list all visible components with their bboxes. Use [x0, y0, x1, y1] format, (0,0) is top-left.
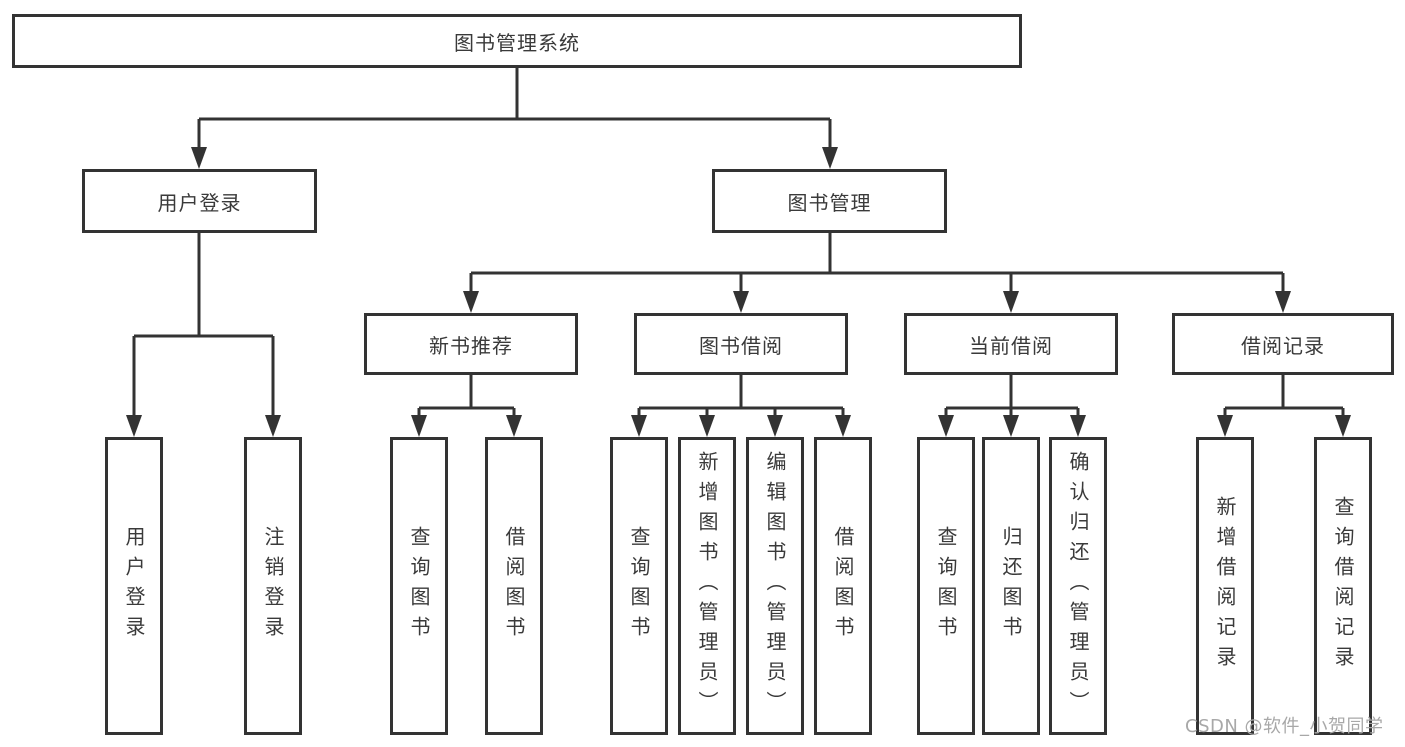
arrow-icon — [733, 291, 749, 313]
arrow-icon — [506, 415, 522, 437]
node-label: 借阅记录 — [1241, 333, 1325, 358]
node-label: 用户登录 — [157, 190, 242, 215]
arrow-icon — [126, 415, 142, 437]
node-leaf-recommend-borrow-books: 借阅图书 — [485, 437, 543, 735]
arrow-icon — [1070, 415, 1086, 437]
node-new-book-recommend: 新书推荐 — [364, 313, 578, 375]
arrow-icon — [631, 415, 647, 437]
node-user-login: 用户登录 — [82, 169, 317, 233]
node-label: 当前借阅 — [969, 333, 1053, 358]
connector-bookmgmt-to-level3 — [469, 233, 1285, 292]
arrow-icon — [699, 415, 715, 437]
node-label: 查询图书 — [627, 526, 651, 646]
node-label: 借阅图书 — [502, 526, 526, 646]
node-label: 查询图书 — [934, 526, 958, 646]
node-book-management: 图书管理 — [712, 169, 947, 233]
node-label: 查询图书 — [407, 526, 431, 646]
node-label: 图书管理系统 — [454, 30, 580, 55]
arrow-icon — [767, 415, 783, 437]
node-label: 归还图书 — [999, 526, 1023, 646]
arrow-icon — [1003, 291, 1019, 313]
arrow-icon — [265, 415, 281, 437]
node-leaf-borrow-add-books-admin: 新增图书（管理员） — [678, 437, 736, 735]
arrow-icon — [1275, 291, 1291, 313]
node-label: 图书管理 — [787, 190, 872, 215]
connector-userlogin-to-leaves — [132, 233, 275, 416]
arrow-icon — [1217, 415, 1233, 437]
node-leaf-records-query: 查询借阅记录 — [1314, 437, 1372, 735]
node-leaf-current-query-books: 查询图书 — [917, 437, 975, 735]
node-label: 借阅图书 — [831, 526, 855, 646]
arrow-icon — [822, 147, 838, 169]
arrow-icon — [191, 147, 207, 169]
node-label: 新书推荐 — [429, 333, 513, 358]
connector-newbookrec-to-leaves — [417, 375, 516, 416]
node-leaf-user-login: 用户登录 — [105, 437, 163, 735]
node-leaf-borrow-borrow-books: 借阅图书 — [814, 437, 872, 735]
arrow-icon — [1335, 415, 1351, 437]
node-leaf-records-add: 新增借阅记录 — [1196, 437, 1254, 735]
node-label: 注销登录 — [261, 526, 285, 646]
arrowheads — [126, 147, 1351, 437]
node-leaf-recommend-query-books: 查询图书 — [390, 437, 448, 735]
connector-records-to-leaves — [1223, 375, 1345, 416]
node-root: 图书管理系统 — [12, 14, 1022, 68]
connector-bookborrow-to-leaves — [637, 375, 845, 416]
node-current-borrow: 当前借阅 — [904, 313, 1118, 375]
node-leaf-borrow-edit-books-admin: 编辑图书（管理员） — [746, 437, 804, 735]
arrow-icon — [1003, 415, 1019, 437]
node-leaf-borrow-query-books: 查询图书 — [610, 437, 668, 735]
arrow-icon — [835, 415, 851, 437]
arrow-icon — [411, 415, 427, 437]
node-label: 图书借阅 — [699, 333, 783, 358]
node-borrow-records: 借阅记录 — [1172, 313, 1394, 375]
csdn-watermark: CSDN @软件_小贺同学 — [1185, 716, 1384, 737]
node-label: 确认归还（管理员） — [1066, 451, 1090, 721]
connector-root-to-level2 — [197, 68, 832, 148]
node-leaf-current-confirm-return-admin: 确认归还（管理员） — [1049, 437, 1107, 735]
node-leaf-logout: 注销登录 — [244, 437, 302, 735]
node-leaf-current-return-books: 归还图书 — [982, 437, 1040, 735]
node-label: 查询借阅记录 — [1331, 496, 1355, 676]
node-label: 新增借阅记录 — [1213, 496, 1237, 676]
arrow-icon — [463, 291, 479, 313]
connector-currentborrow-to-leaves — [944, 375, 1080, 416]
node-label: 用户登录 — [122, 526, 146, 646]
node-label: 新增图书（管理员） — [695, 451, 719, 721]
node-book-borrow: 图书借阅 — [634, 313, 848, 375]
arrow-icon — [938, 415, 954, 437]
node-label: 编辑图书（管理员） — [763, 451, 787, 721]
